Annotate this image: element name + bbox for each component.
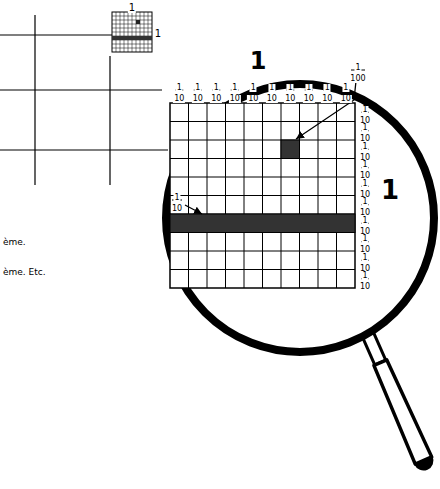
fraction-denominator: 10 (192, 95, 204, 103)
fraction-numerator: 1 (361, 254, 368, 262)
scale-label-holder: 1 (128, 0, 136, 15)
fraction-denominator: 10 (229, 95, 241, 103)
small-tenth-band (112, 36, 152, 40)
unit-label: 1 (249, 49, 268, 73)
fraction-denominator: 10 (173, 95, 185, 103)
fraction-denominator: 10 (359, 283, 371, 291)
fraction-numerator-holder: 1 (361, 190, 368, 208)
fraction-denominator-holder: 10 (247, 87, 259, 105)
fraction-denominator: 10 (210, 95, 222, 103)
page-text-holder: ème. Etc. (2, 261, 47, 279)
fraction-numerator: 1 (231, 84, 238, 92)
fraction-numerator: 1 (173, 194, 180, 202)
fraction-numerator: 1 (213, 84, 220, 92)
fraction-numerator-holder: 1 (361, 153, 368, 171)
fraction-denominator-holder: 10 (340, 87, 352, 105)
fraction-numerator-holder: 1 (324, 76, 331, 94)
fraction-denominator-holder: 10 (359, 275, 371, 293)
fraction-numerator: 1 (354, 64, 361, 72)
fraction-numerator: 1 (361, 161, 368, 169)
fraction-numerator-holder: 1 (361, 227, 368, 245)
fraction-numerator-holder: 1 (250, 76, 257, 94)
fraction-numerator-holder: 1 (213, 76, 220, 94)
unit-label-holder: 1 (249, 49, 268, 73)
fraction-denominator: 10 (303, 95, 315, 103)
fraction-numerator: 1 (361, 106, 368, 114)
page-text: ème. Etc. (2, 268, 47, 277)
fraction-numerator-holder: 1 (361, 116, 368, 134)
small-grid-lines (112, 12, 152, 52)
fraction-numerator-holder: 1 (176, 76, 183, 94)
fraction-denominator-holder: 100 (349, 67, 366, 85)
fraction-denominator-holder: 10 (192, 87, 204, 105)
fraction-denominator-holder: 10 (321, 87, 333, 105)
fraction-numerator-holder: 1 (287, 76, 294, 94)
fraction-denominator-holder: 10 (303, 87, 315, 105)
fraction-numerator: 1 (361, 180, 368, 188)
unit-label: 1 (380, 177, 400, 203)
fraction-denominator: 10 (266, 95, 278, 103)
small-grid (112, 12, 152, 52)
fraction-denominator: 10 (171, 205, 183, 213)
magnifier-lens (166, 84, 434, 352)
scale-label-holder: 1 (154, 23, 162, 41)
fraction-denominator: 100 (349, 75, 366, 83)
handle-tip (415, 457, 435, 472)
page-text: ème. (2, 238, 27, 247)
fraction-numerator-holder: 1 (361, 172, 368, 190)
fraction-numerator-holder: 1 (231, 76, 238, 94)
fraction-numerator: 1 (361, 235, 368, 243)
tenth-band (170, 214, 355, 233)
handle-body (372, 359, 432, 464)
fraction-numerator: 1 (305, 84, 312, 92)
fraction-denominator-holder: 10 (171, 197, 183, 215)
fraction-numerator-holder: 1 (361, 209, 368, 227)
fraction-numerator-holder: 1 (194, 76, 201, 94)
fraction-numerator: 1 (176, 84, 183, 92)
fraction-numerator-holder: 1 (361, 98, 368, 116)
fraction-numerator-holder: 1 (361, 264, 368, 282)
fraction-numerator-holder: 1 (342, 76, 349, 94)
fraction-numerator: 1 (361, 124, 368, 132)
fraction-denominator-holder: 10 (284, 87, 296, 105)
fraction-denominator-holder: 10 (210, 87, 222, 105)
page-text-holder: ème. (2, 231, 27, 249)
fraction-numerator-holder: 1 (361, 246, 368, 264)
scale-label: 1 (154, 29, 162, 39)
fraction-numerator: 1 (361, 217, 368, 225)
fraction-denominator: 10 (340, 95, 352, 103)
fraction-numerator: 1 (342, 84, 349, 92)
fraction-numerator-holder: 1 (361, 135, 368, 153)
fraction-numerator: 1 (361, 272, 368, 280)
fraction-numerator: 1 (324, 84, 331, 92)
fraction-numerator: 1 (361, 198, 368, 206)
fraction-denominator: 10 (247, 95, 259, 103)
fraction-numerator-holder: 1 (305, 76, 312, 94)
small-hundredth-cell (136, 20, 140, 24)
fraction-numerator: 1 (361, 143, 368, 151)
unit-grid-lines (170, 103, 355, 288)
fraction-denominator-holder: 10 (173, 87, 185, 105)
fraction-numerator: 1 (194, 84, 201, 92)
fraction-denominator-holder: 10 (229, 87, 241, 105)
fraction-numerator-holder: 1 (173, 186, 180, 204)
fraction-numerator: 1 (250, 84, 257, 92)
fraction-numerator-holder: 1 (354, 56, 361, 74)
scale-label: 1 (128, 3, 136, 13)
tenth-arrow (185, 205, 202, 214)
hundredth-arrow (296, 81, 356, 139)
unit-grid (170, 103, 355, 288)
magnifier-handle (359, 330, 435, 473)
fraction-numerator: 1 (268, 84, 275, 92)
fraction-denominator: 10 (284, 95, 296, 103)
fraction-bars (172, 70, 369, 279)
fraction-numerator: 1 (287, 84, 294, 92)
hundredth-cell (281, 140, 300, 159)
fraction-numerator-holder: 1 (268, 76, 275, 94)
unit-label-holder: 1 (380, 177, 400, 203)
fraction-denominator: 10 (321, 95, 333, 103)
fraction-denominator-holder: 10 (266, 87, 278, 105)
